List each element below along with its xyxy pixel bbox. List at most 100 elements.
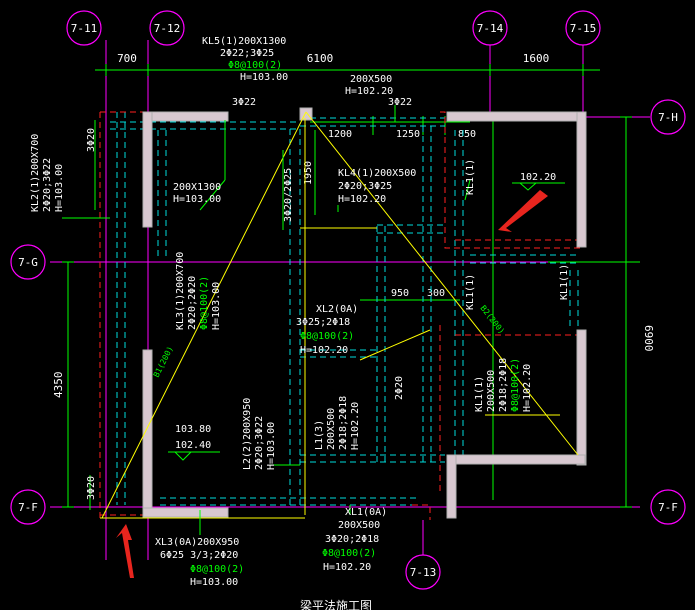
axis-bubble-G: 7-G bbox=[10, 244, 46, 280]
dim-850: 850 bbox=[458, 129, 476, 140]
dim-1600: 1600 bbox=[523, 52, 550, 65]
yellow-lines bbox=[100, 111, 579, 519]
l2-line3: H=103.00 bbox=[266, 422, 277, 470]
xl2-line3: Φ8@100(2) bbox=[300, 331, 354, 342]
axis-bubble-H: 7-H bbox=[650, 99, 686, 135]
kl4-line1: KL4(1)200X500 bbox=[338, 168, 416, 179]
kl4-line2: 2Φ20;3Φ25 bbox=[338, 181, 392, 192]
slab-diagonal-right bbox=[305, 111, 579, 456]
xl1-line5: H=102.20 bbox=[323, 562, 371, 573]
red-dashed-lines bbox=[99, 111, 580, 520]
top-beam-elev: H=102.20 bbox=[345, 86, 393, 97]
rebar-3f20-bottom: 3Φ20 bbox=[86, 476, 97, 500]
axis-bubble-713: 7-13 bbox=[405, 554, 441, 590]
kl5-line3: Φ8@100(2) bbox=[228, 60, 282, 71]
kl1s-line3: 2Φ18;2Φ18 bbox=[498, 358, 509, 412]
kl3-line1: KL3(1)200X700 bbox=[175, 252, 186, 330]
kl1-top: KL1(1) bbox=[465, 159, 476, 195]
xl3-line3: Φ8@100(2) bbox=[190, 564, 244, 575]
kl1s-line5: H=102.20 bbox=[522, 364, 533, 412]
rebar-2f20: 2Φ20 bbox=[394, 376, 405, 400]
l13-line4: H=102.20 bbox=[350, 402, 361, 450]
kl3-line4: H=103.00 bbox=[211, 282, 222, 330]
kl5-line1: KL5(1)200X1300 bbox=[202, 36, 286, 47]
axis-bubble-F-left: 7-F bbox=[10, 489, 46, 525]
elevation-103-80: 103.80 102.40 bbox=[168, 424, 220, 461]
axis-bubble-715: 7-15 bbox=[565, 10, 601, 46]
kl1-right: KL1(1) bbox=[559, 264, 570, 300]
dim-1200: 1200 bbox=[328, 129, 352, 140]
kl1s-line1: KL1(1) bbox=[474, 376, 485, 412]
beam-label-l1-3: L1(3) 200X500 2Φ18;2Φ18 H=102.20 bbox=[314, 396, 361, 450]
axis-label-711: 7-11 bbox=[71, 22, 98, 35]
wall-right-lower bbox=[576, 329, 587, 466]
beam-label-kl3: KL3(1)200X700 2Φ20;2Φ20 Φ8@100(2) H=103.… bbox=[175, 252, 222, 330]
rebar-3f22-a: 3Φ22 bbox=[232, 97, 256, 108]
kl1s-line4: Φ8@100(2) bbox=[510, 358, 521, 412]
beam-label-xl3: XL3(0A)200X950 6Φ25 3/3;2Φ20 Φ8@100(2) H… bbox=[155, 537, 244, 588]
beam-label-kl2: KL2(1)200X700 2Φ20;3Φ22 H=103.00 bbox=[30, 134, 65, 212]
l13-line2: 200X500 bbox=[326, 408, 337, 450]
l13-line3: 2Φ18;2Φ18 bbox=[338, 396, 349, 450]
xl3-line4: H=103.00 bbox=[190, 577, 238, 588]
kl3-line3: Φ8@100(2) bbox=[199, 276, 210, 330]
wall-top-right bbox=[446, 111, 586, 122]
l2-line2: 2Φ20;3Φ22 bbox=[254, 416, 265, 470]
beam-label-kl1-small: KL1(1) 200X500 2Φ18;2Φ18 Φ8@100(2) H=102… bbox=[474, 358, 533, 412]
axis-bubble-711: 7-11 bbox=[66, 10, 102, 46]
axis-label-H: 7-H bbox=[658, 111, 678, 124]
dim-1950: 1950 bbox=[303, 161, 314, 185]
xl1-line4: Φ8@100(2) bbox=[322, 548, 376, 559]
kl2-line3: H=103.00 bbox=[54, 164, 65, 212]
dim-4350: 4350 bbox=[52, 372, 65, 399]
beam-label-kl5: KL5(1)200X1300 2Φ22;3Φ25 Φ8@100(2) H=103… bbox=[202, 36, 288, 83]
wall-bottom-right bbox=[446, 454, 586, 465]
dim-6900: 6900 bbox=[642, 325, 655, 352]
kl5-line4: H=103.00 bbox=[240, 72, 288, 83]
xl2-line1: XL2(0A) bbox=[316, 304, 358, 315]
l13-line1: L1(3) bbox=[314, 420, 325, 450]
beam-label-xl2: XL2(0A) 3Φ25;2Φ18 Φ8@100(2) H=102.20 bbox=[296, 304, 358, 356]
elevation-102-20: 102.20 bbox=[512, 172, 565, 191]
axis-label-G: 7-G bbox=[18, 256, 38, 269]
xl1-line3: 3Φ20;2Φ18 bbox=[325, 534, 379, 545]
arrow-bottom-left bbox=[116, 524, 134, 578]
elev-103-80: 103.80 bbox=[175, 424, 211, 435]
l2-line1: L2(2)200X950 bbox=[242, 398, 253, 470]
elev-102-40: 102.40 bbox=[175, 440, 211, 451]
kl1s-line2: 200X500 bbox=[486, 370, 497, 412]
axis-bubble-F-right: 7-F bbox=[650, 489, 686, 525]
dimension-texts: 700 6100 1600 1200 1250 850 1950 950 300… bbox=[52, 52, 655, 398]
block-elev: H=103.00 bbox=[173, 194, 221, 205]
xl2-line4: H=102.20 bbox=[300, 345, 348, 356]
dim-6100: 6100 bbox=[307, 52, 334, 65]
dim-950: 950 bbox=[391, 288, 409, 299]
top-beam-size: 200X500 bbox=[350, 74, 392, 85]
beam-label-kl4: KL4(1)200X500 2Φ20;3Φ25 H=102.20 bbox=[338, 168, 416, 205]
rebar-3f22-b: 3Φ22 bbox=[388, 97, 412, 108]
axis-label-715: 7-15 bbox=[570, 22, 597, 35]
elev-102-20: 102.20 bbox=[520, 172, 556, 183]
wall-bottom-right-stub bbox=[446, 454, 457, 519]
beam-label-top-200x500: 200X500 H=102.20 bbox=[345, 74, 393, 97]
axis-bubble-712: 7-12 bbox=[149, 10, 185, 46]
wall-bottom-left bbox=[142, 507, 229, 518]
xl3-line1: XL3(0A)200X950 bbox=[155, 537, 239, 548]
kl2-line1: KL2(1)200X700 bbox=[30, 134, 41, 212]
axis-label-712: 7-12 bbox=[154, 22, 181, 35]
block-200x1300: 200X1300 H=103.00 bbox=[173, 182, 221, 205]
kl4-line3: H=102.20 bbox=[338, 194, 386, 205]
kl2-line2: 2Φ20;3Φ22 bbox=[42, 158, 53, 212]
wall-left-upper bbox=[142, 111, 153, 228]
axis-label-713: 7-13 bbox=[410, 566, 437, 579]
beam-label-l2: L2(2)200X950 2Φ20;3Φ22 H=103.00 bbox=[242, 398, 277, 470]
dim-1250: 1250 bbox=[396, 129, 420, 140]
axis-label-714: 7-14 bbox=[477, 22, 504, 35]
axis-bubble-714: 7-14 bbox=[472, 10, 508, 46]
red-arrows bbox=[116, 190, 548, 578]
rebar-3f20-2f25: 3Φ20/2Φ25 bbox=[283, 168, 294, 222]
axis-bubbles: 7-11 7-12 7-14 7-15 7-H 7-G 7-F 7-F bbox=[10, 10, 686, 590]
arrow-upper-right bbox=[498, 190, 548, 232]
